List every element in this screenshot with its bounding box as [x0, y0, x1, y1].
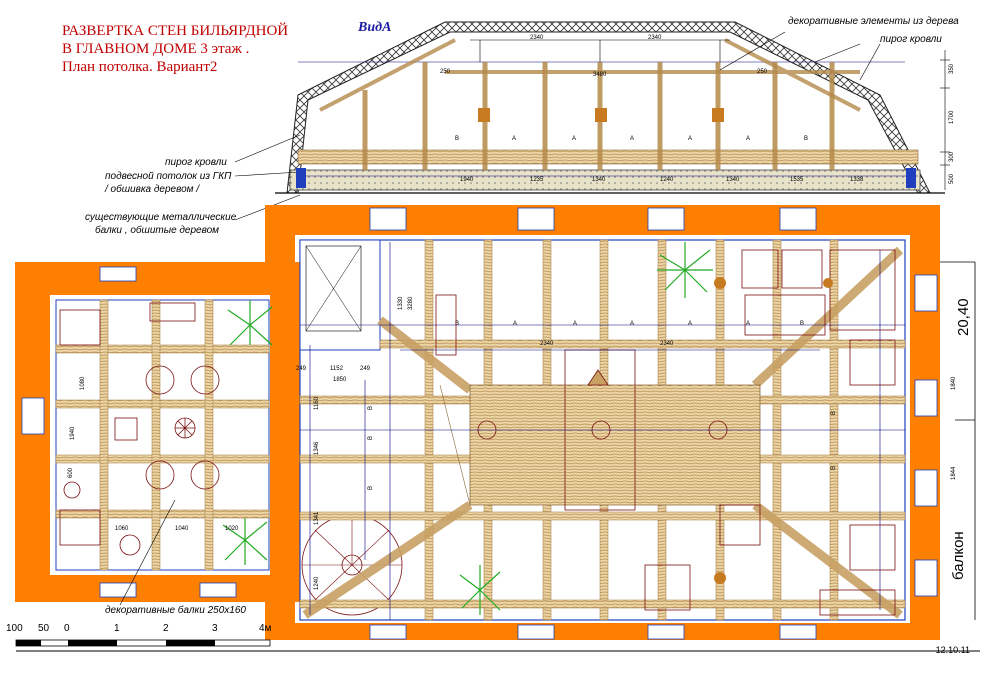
scale-label-3: 3 — [212, 623, 218, 634]
scale-label-2: 2 — [163, 623, 169, 634]
svg-text:1235: 1235 — [530, 177, 544, 183]
svg-text:249: 249 — [360, 366, 371, 372]
svg-text:600: 600 — [68, 467, 74, 478]
svg-text:B: B — [831, 411, 837, 415]
plants — [222, 242, 713, 615]
svg-text:250: 250 — [440, 69, 451, 75]
svg-text:A: A — [746, 321, 750, 327]
stair-room — [299, 239, 403, 616]
svg-text:2340: 2340 — [660, 341, 674, 347]
svg-text:A: A — [630, 136, 634, 142]
svg-text:A: A — [572, 136, 576, 142]
svg-text:1160: 1160 — [314, 396, 320, 410]
svg-text:1152: 1152 — [330, 366, 344, 372]
scale-label-4m: 4м — [259, 623, 272, 634]
svg-text:3280: 3280 — [408, 296, 414, 310]
svg-text:500: 500 — [949, 173, 955, 184]
svg-text:B: B — [800, 321, 804, 327]
svg-text:1840: 1840 — [951, 376, 957, 390]
svg-text:2340: 2340 — [648, 35, 662, 41]
svg-text:A: A — [688, 321, 692, 327]
svg-text:A: A — [630, 321, 634, 327]
note-decor-wood: декоративные элементы из дерева — [788, 16, 959, 27]
svg-text:1940: 1940 — [70, 426, 76, 440]
svg-text:A: A — [688, 136, 692, 142]
svg-text:1340: 1340 — [726, 177, 740, 183]
svg-text:1040: 1040 — [175, 526, 189, 532]
svg-text:249: 249 — [296, 366, 307, 372]
scale-label-1: 1 — [114, 623, 120, 634]
svg-text:1060: 1060 — [115, 526, 129, 532]
svg-text:1535: 1535 — [790, 177, 804, 183]
svg-text:A: A — [513, 321, 517, 327]
furniture — [435, 249, 896, 616]
svg-text:1844: 1844 — [951, 466, 957, 480]
scale-bar — [15, 639, 980, 652]
title-line-3: План потолка. Вариант2 — [62, 59, 218, 75]
svg-text:3480: 3480 — [593, 72, 607, 78]
dimension-lines — [300, 242, 905, 620]
svg-text:2340: 2340 — [530, 35, 544, 41]
note-metal-beams-1: существующие металлические — [85, 212, 237, 223]
note-roof-pie-left: пирог кровли — [165, 157, 227, 168]
svg-text:B: B — [804, 136, 808, 142]
right-annex — [940, 261, 976, 620]
svg-text:A: A — [746, 136, 750, 142]
svg-text:B: B — [368, 486, 374, 490]
note-decor-beams: декоративные балки 250х160 — [105, 605, 246, 616]
svg-text:250: 250 — [757, 69, 768, 75]
svg-text:1940: 1940 — [460, 177, 474, 183]
svg-text:1850: 1850 — [333, 377, 347, 383]
scale-label-50: 50 — [38, 623, 50, 634]
title-line-2: В ГЛАВНОМ ДОМЕ 3 этаж . — [62, 41, 250, 57]
svg-text:B: B — [368, 436, 374, 440]
svg-text:2340: 2340 — [540, 341, 554, 347]
balcony-label: балкон — [950, 531, 967, 580]
drawing-title: РАЗВЕРТКА СТЕН БИЛЬЯРДНОЙ В ГЛАВНОМ ДОМЕ… — [62, 22, 288, 76]
svg-text:1020: 1020 — [225, 526, 239, 532]
svg-text:1700: 1700 — [949, 110, 955, 124]
note-metal-beams-2: балки , обшитые деревом — [95, 225, 220, 236]
pillars — [714, 277, 833, 584]
drawing-date: 12.10.11 — [935, 645, 970, 655]
svg-text:350: 350 — [949, 63, 955, 74]
svg-text:1330: 1330 — [398, 296, 404, 310]
scale-label-100: 100 — [6, 623, 23, 634]
svg-text:A: A — [512, 136, 516, 142]
svg-text:B: B — [455, 136, 459, 142]
svg-text:1341: 1341 — [314, 511, 320, 525]
svg-text:1240: 1240 — [660, 177, 674, 183]
svg-text:A: A — [573, 321, 577, 327]
title-line-1: РАЗВЕРТКА СТЕН БИЛЬЯРДНОЙ — [62, 23, 289, 39]
roof-section: 2340 2340 3480 250 250 1940 1235 1340 1240 134… — [234, 21, 955, 221]
svg-text:B: B — [455, 321, 459, 327]
svg-text:1080: 1080 — [80, 376, 86, 390]
svg-text:B: B — [368, 406, 374, 410]
note-ceiling-gkl-1: подвесной потолок из ГКП — [105, 171, 232, 182]
left-room-beams — [55, 299, 270, 571]
note-roof-pie-right: пирог кровли — [880, 34, 942, 45]
svg-text:1346: 1346 — [314, 441, 320, 455]
scale-label-0: 0 — [64, 623, 70, 634]
dimension-label-2040: 20,40 — [955, 298, 972, 336]
svg-text:1340: 1340 — [592, 177, 606, 183]
note-ceiling-gkl-2: / обшивка деревом / — [105, 184, 200, 195]
svg-text:1338: 1338 — [850, 177, 864, 183]
svg-text:1240: 1240 — [314, 576, 320, 590]
svg-text:300: 300 — [949, 151, 955, 162]
view-label: ВидА — [358, 20, 392, 35]
central-coffer — [469, 384, 761, 506]
diagonal-beams — [302, 246, 904, 619]
left-room-furniture — [59, 302, 220, 556]
svg-text:B: B — [831, 466, 837, 470]
